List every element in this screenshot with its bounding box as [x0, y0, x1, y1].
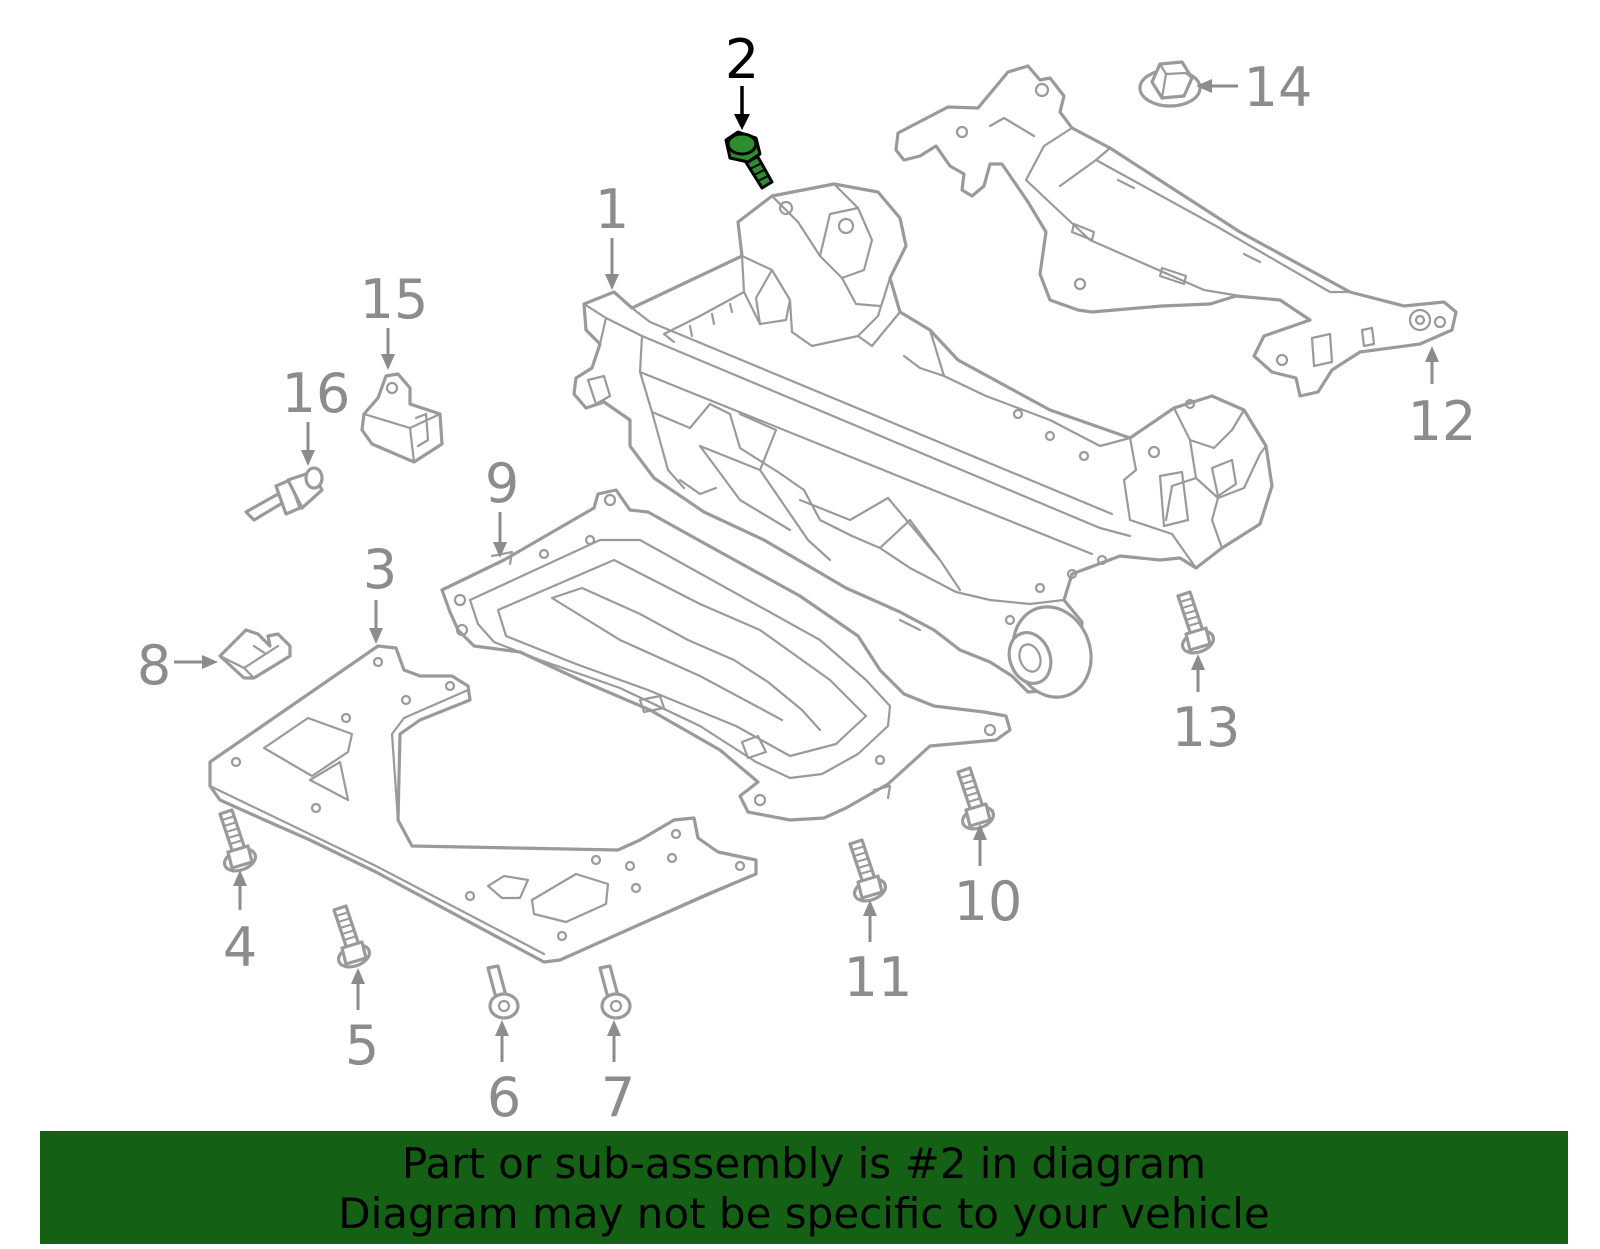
part-1-subframe	[572, 182, 1274, 699]
callout-7: 7	[601, 1020, 635, 1129]
callout-9: 9	[485, 452, 519, 558]
callout-4: 4	[223, 870, 257, 979]
svg-text:15: 15	[360, 268, 429, 331]
part-8-clip	[218, 628, 292, 680]
svg-text:5: 5	[345, 1014, 379, 1077]
svg-text:11: 11	[844, 946, 913, 1009]
banner-line-1: Part or sub-assembly is #2 in diagram	[401, 1139, 1207, 1188]
svg-text:6: 6	[487, 1066, 521, 1129]
callout-16: 16	[282, 362, 351, 466]
part-11-bolt	[848, 838, 891, 907]
part-2-bolt-highlighted	[724, 130, 774, 190]
part-3-lower-shield	[208, 644, 758, 964]
svg-text:13: 13	[1172, 696, 1241, 759]
callout-5: 5	[345, 968, 379, 1077]
info-banner: Part or sub-assembly is #2 in diagram Di…	[40, 1131, 1568, 1244]
callout-15: 15	[360, 268, 429, 370]
callout-2: 2	[725, 28, 759, 130]
part-16-pin	[244, 466, 324, 522]
callout-10: 10	[954, 824, 1023, 933]
callout-14: 14	[1196, 56, 1312, 119]
svg-text:14: 14	[1244, 56, 1313, 119]
svg-text:1: 1	[595, 178, 629, 241]
callout-6: 6	[487, 1020, 521, 1129]
part-15-bracket	[360, 372, 444, 464]
callout-8: 8	[137, 634, 218, 697]
part-14-nut	[1138, 60, 1202, 108]
part-5-bolt	[332, 904, 375, 973]
banner-line-2: Diagram may not be specific to your vehi…	[338, 1189, 1270, 1238]
part-13-bolt	[1176, 590, 1219, 659]
svg-text:8: 8	[137, 634, 171, 697]
callout-11: 11	[844, 900, 913, 1009]
part-9-splash-shield	[440, 488, 1012, 822]
svg-text:4: 4	[223, 916, 257, 979]
part-7-bolt	[598, 964, 632, 1020]
svg-text:7: 7	[601, 1066, 635, 1129]
callout-12: 12	[1408, 346, 1477, 453]
part-6-bolt	[486, 964, 520, 1020]
callout-3: 3	[363, 538, 397, 644]
svg-text:12: 12	[1408, 390, 1477, 453]
svg-text:10: 10	[954, 870, 1023, 933]
svg-text:9: 9	[485, 452, 519, 515]
callout-1: 1	[595, 178, 629, 290]
part-10-bolt	[956, 766, 999, 835]
part-4-bolt	[218, 808, 261, 877]
part-12-crossmember	[894, 64, 1458, 398]
callout-13: 13	[1172, 654, 1241, 759]
svg-text:2: 2	[725, 28, 759, 91]
svg-text:3: 3	[363, 538, 397, 601]
svg-text:16: 16	[282, 362, 351, 425]
